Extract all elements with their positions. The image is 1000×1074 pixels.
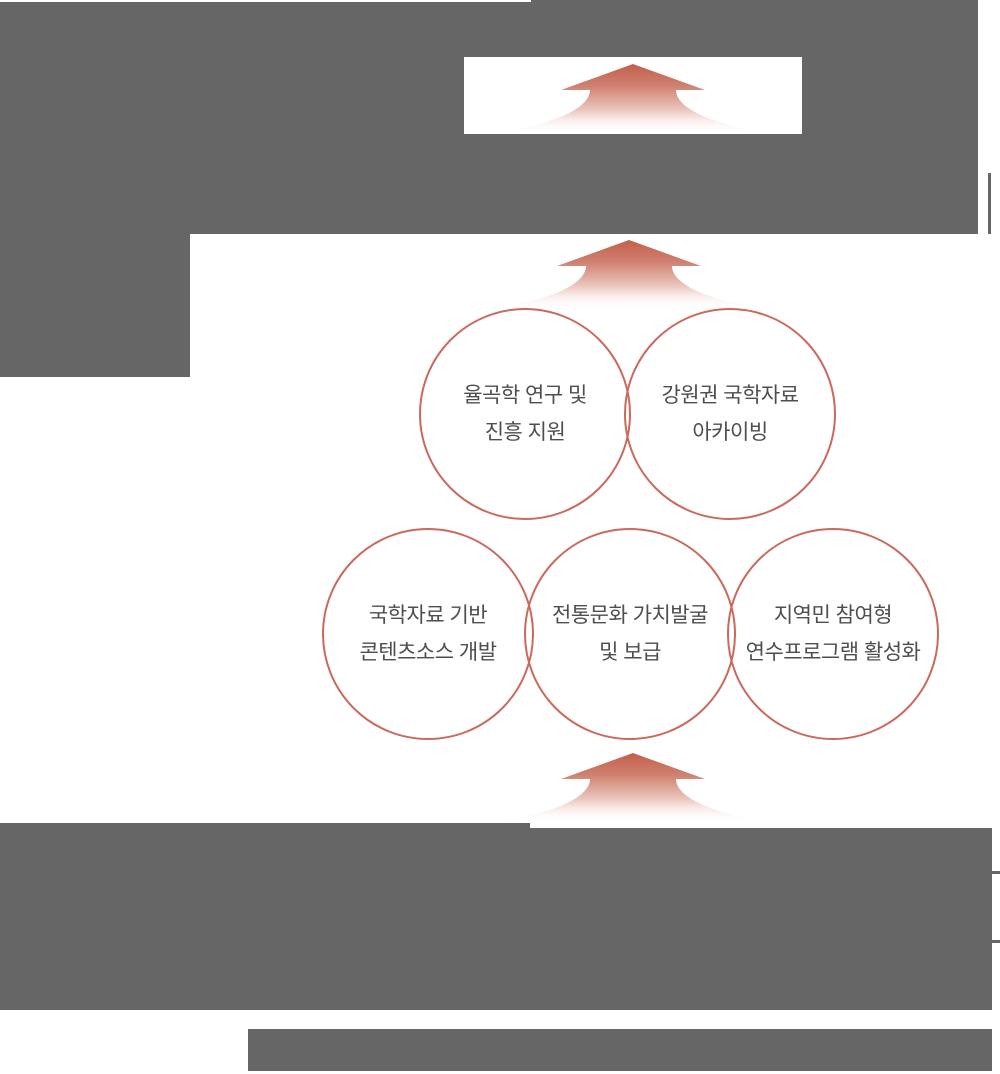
strategy-circle-1-line-2: 진흥 지원 [484,421,566,444]
top-banner-notch-block [531,0,978,2]
strategy-circle-4: 전통문화 가치발굴 및 보급 [524,528,736,740]
strategy-circle-5: 지역민 참여형 연수프로그램 활성화 [727,528,939,740]
strategy-circle-5-line-1: 지역민 참여형 [773,604,893,627]
strategy-circle-3-line-2: 콘텐츠소스 개발 [359,641,497,664]
strategy-circle-1: 율곡학 연구 및 진흥 지원 [419,308,631,520]
strategy-circle-4-line-2: 및 보급 [599,641,661,664]
bottom-block-left-step [0,823,530,828]
left-column-block [0,234,190,377]
strategy-circle-3-line-1: 국학자료 기반 [368,604,488,627]
strategy-circle-2-line-2: 아카이빙 [692,421,768,444]
bottom-content-block [0,828,992,1010]
strategy-circle-5-line-2: 연수프로그램 활성화 [745,641,921,664]
up-arrow-icon [508,753,758,821]
up-arrow-icon [504,240,754,308]
right-edge-tick-top [992,871,1000,874]
right-edge-bar-block [988,173,991,234]
up-arrow-icon [508,64,758,132]
right-edge-tick-bottom [992,940,1000,943]
strategy-circle-2-line-1: 강원권 국학자료 [661,384,799,407]
strategy-circle-2: 강원권 국학자료 아카이빙 [624,308,836,520]
strategy-circle-1-line-1: 율곡학 연구 및 [463,384,587,407]
strategy-circle-4-line-1: 전통문화 가치발굴 [552,604,708,627]
strategy-circle-3: 국학자료 기반 콘텐츠소스 개발 [322,528,534,740]
bottom-bar-block [248,1029,992,1071]
